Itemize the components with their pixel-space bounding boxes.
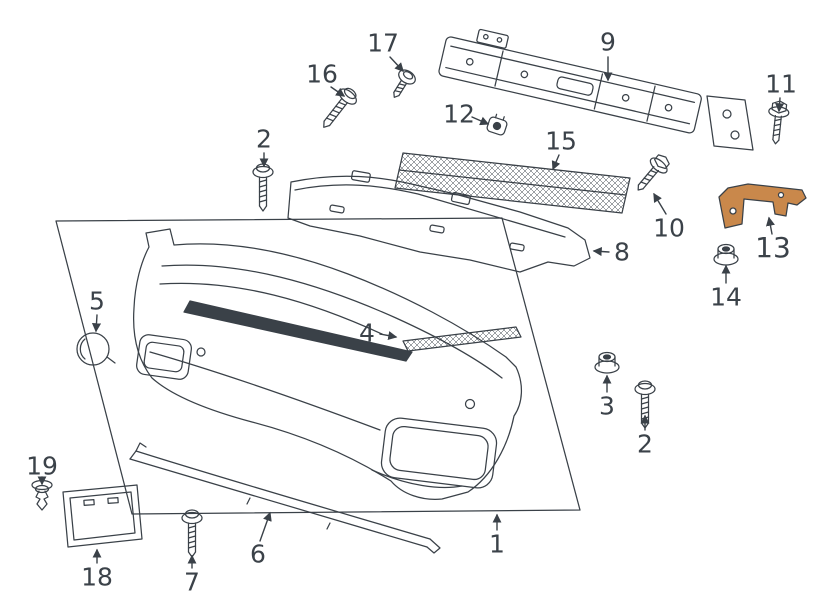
part-label-14: 14 [710, 282, 742, 312]
part-drawing-6-lower-spoiler [129, 442, 441, 554]
part-label-8: 8 [614, 237, 630, 267]
leader-arrow [91, 314, 102, 333]
leader-arrow [592, 246, 610, 257]
part-drawing-11-bolt [764, 99, 791, 146]
part-drawing-1-bumper-cover [133, 228, 522, 500]
part-label-13: 13 [755, 231, 791, 264]
part-drawing-9-impact-bar [438, 28, 754, 151]
part-label-7: 7 [184, 567, 200, 596]
part-drawing-14-nut [713, 243, 739, 266]
bumper-box-outline [55, 217, 581, 515]
part-drawing-8-energy-absorber [287, 170, 591, 273]
leader-arrow [775, 97, 785, 113]
part-label-19: 19 [26, 451, 58, 481]
part-label-5: 5 [89, 286, 105, 316]
part-label-9: 9 [600, 27, 616, 57]
part-drawing-17-screw [393, 69, 416, 98]
part-drawing-18-license-bracket [62, 484, 143, 548]
leader-arrow [551, 154, 561, 171]
part-label-11: 11 [765, 69, 797, 99]
part-drawing-13-mount-bracket [718, 183, 807, 229]
part-label-4: 4 [359, 318, 375, 348]
leader-arrows [37, 56, 785, 569]
part-drawing-7-screw [181, 509, 203, 558]
part-drawing-12-clip-nut [486, 113, 508, 136]
part-label-2-upper: 2 [256, 124, 272, 154]
leader-arrow [471, 116, 490, 126]
leader-arrow [259, 511, 272, 542]
part-drawing-2-screw-upper [252, 163, 274, 212]
part-drawing-19-push-clip [31, 479, 53, 511]
part-label-17: 17 [367, 28, 399, 58]
part-label-18: 18 [81, 562, 113, 592]
bracket-body [718, 183, 807, 229]
part-label-16: 16 [306, 59, 338, 89]
part-label-10: 10 [653, 213, 685, 243]
leader-arrow [389, 56, 404, 73]
part-drawing-4-trim-strip [402, 326, 522, 352]
part-label-3: 3 [599, 391, 615, 421]
part-drawing-5-tow-cap [76, 332, 116, 366]
leader-arrow [330, 86, 346, 97]
part-label-1: 1 [489, 529, 505, 559]
part-label-12: 12 [443, 99, 475, 129]
part-drawing-10-bolt [629, 150, 675, 198]
part-drawing-15-absorber-strip [394, 152, 631, 214]
part-label-6: 6 [250, 539, 266, 569]
part-drawing-3-nut [594, 351, 620, 374]
leader-arrow [765, 216, 775, 235]
leader-arrow [653, 192, 667, 215]
part-label-2-right: 2 [637, 429, 653, 459]
part-label-15: 15 [545, 126, 577, 156]
leader-arrow [379, 331, 398, 341]
